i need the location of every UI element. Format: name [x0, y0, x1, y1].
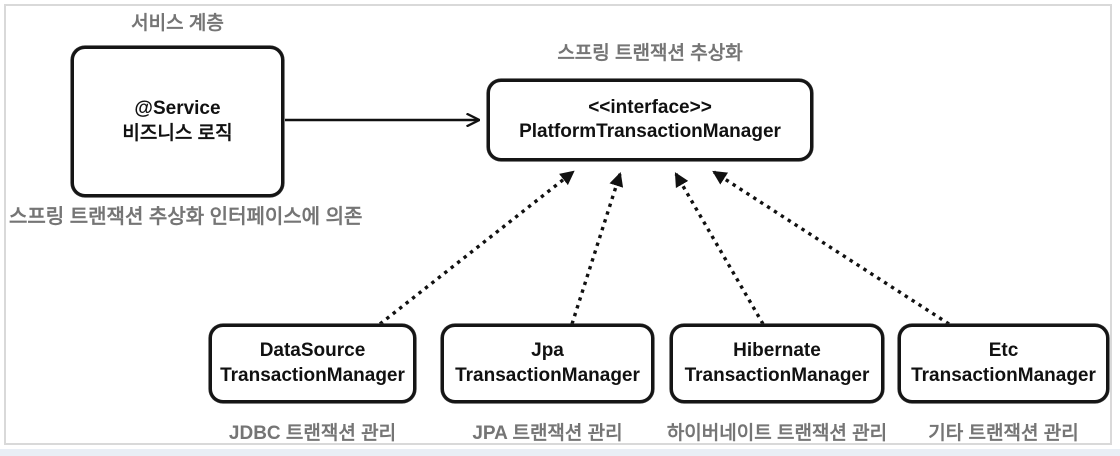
bottom-edge-strip [0, 449, 1120, 456]
impl-name-line2: TransactionManager [684, 364, 870, 386]
impl-name-line1: Etc [988, 340, 1019, 362]
service-layer-title: 서비스 계층 [131, 13, 224, 34]
impl-name-line2: TransactionManager [220, 364, 405, 386]
abstraction-title: 스프링 트랜잭션 추상화 [557, 43, 743, 64]
platform-transaction-manager-box: <<interface>> PlatformTransactionManager [487, 79, 813, 161]
datasource-transaction-manager-box: DataSource TransactionManager [209, 324, 416, 403]
jpa-transaction-manager-box: Jpa TransactionManager [441, 324, 654, 403]
implements-arrow-hibernate [674, 172, 765, 325]
interface-stereotype: <<interface>> [588, 96, 712, 118]
impl-name-line2: TransactionManager [911, 364, 1096, 386]
impl-name-line1: Jpa [531, 340, 564, 362]
implements-arrow-datasource [378, 170, 575, 326]
interface-name: PlatformTransactionManager [519, 121, 781, 142]
impl-name-line1: Hibernate [733, 340, 821, 362]
service-box-annotation: @Service [134, 98, 221, 120]
impl-name-line1: DataSource [259, 340, 366, 362]
hibernate-caption: 하이버네이트 트랜잭션 관리 [666, 423, 888, 444]
jdbc-caption: JDBC 트랜잭션 관리 [228, 423, 397, 444]
impl-name-line2: TransactionManager [455, 364, 640, 386]
hibernate-transaction-manager-box: Hibernate TransactionManager [670, 324, 884, 403]
etc-transaction-manager-box: Etc TransactionManager [898, 324, 1109, 403]
implements-arrow-etc [712, 170, 950, 326]
implements-arrow-jpa [570, 171, 624, 325]
service-box: @Service 비즈니스 로직 [71, 46, 284, 197]
etc-caption: 기타 트랜잭션 관리 [928, 423, 1079, 444]
dependency-note: 스프링 트랜잭션 추상화 인터페이스에 의존 [9, 206, 363, 228]
jpa-caption: JPA 트랜잭션 관리 [472, 423, 623, 444]
service-box-description: 비즈니스 로직 [122, 122, 233, 144]
